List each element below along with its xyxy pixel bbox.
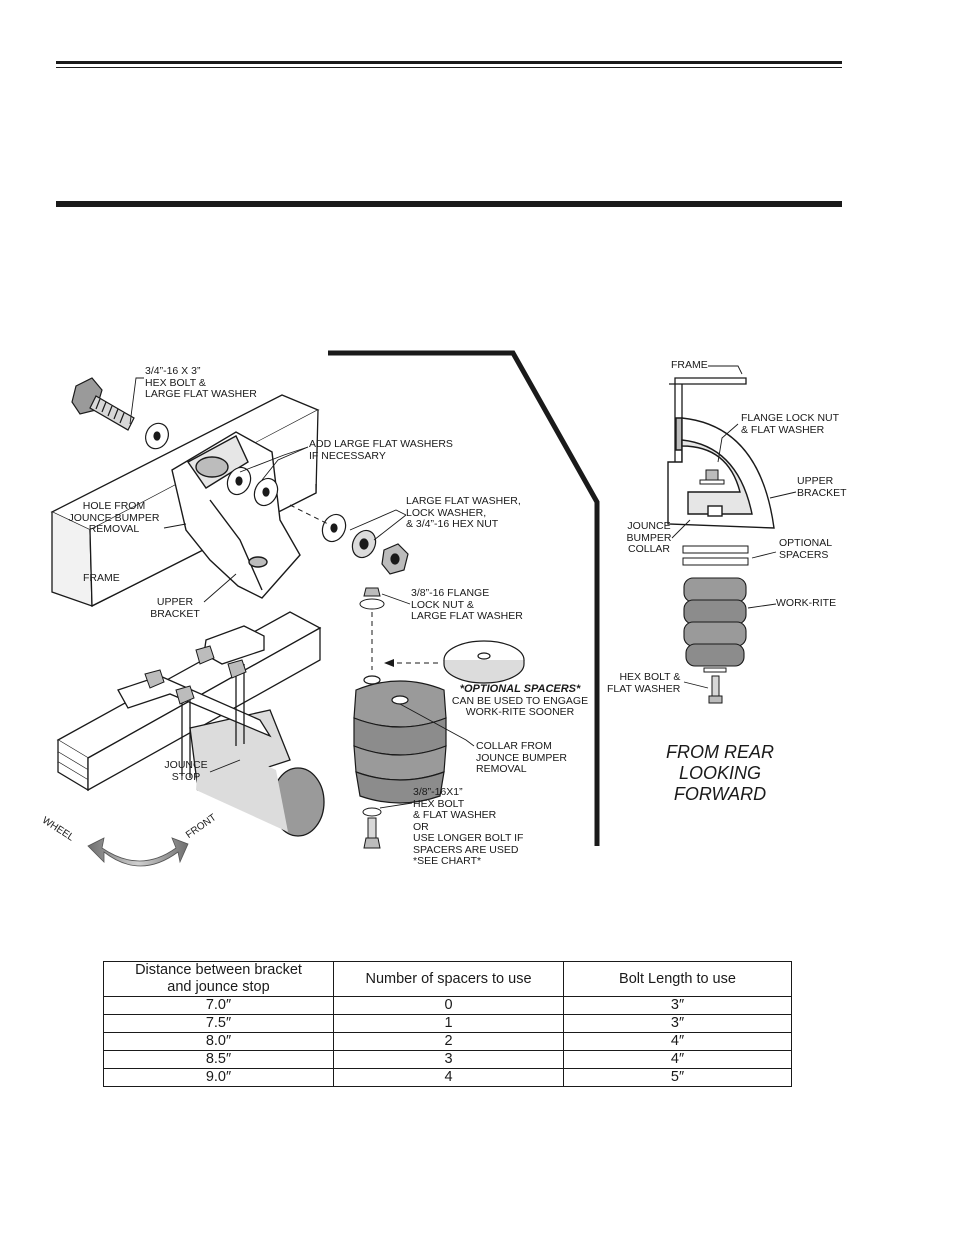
table-row: 8.5″ 3 4″: [103, 1050, 792, 1069]
view-divider-line: [328, 350, 600, 846]
spacer-chart-table: Distance between bracket and jounce stop…: [103, 961, 792, 1087]
header-rule-thick: [56, 61, 842, 64]
label-frame-left: FRAME: [83, 572, 120, 584]
optional-spacers-heading: *OPTIONAL SPACERS*: [459, 683, 581, 695]
table-row: 7.0″ 0 3″: [103, 996, 792, 1015]
label-upper-bracket-left: UPPER BRACKET: [150, 596, 200, 620]
label-work-rite: WORK-RITE: [776, 597, 837, 609]
hex-bolt-large: [71, 377, 135, 431]
label-hex-bolt-right: HEX BOLT & FLAT WASHER: [607, 671, 681, 695]
header-spacers: Number of spacers to use: [333, 961, 564, 997]
leaf-spring-axle: [56, 611, 325, 837]
table-header-row: Distance between bracket and jounce stop…: [103, 961, 792, 997]
header-bolt-length: Bolt Length to use: [563, 961, 792, 997]
cell-distance: 7.0″: [103, 996, 334, 1015]
view-title-from-rear: FROM REAR LOOKING FORWARD: [666, 742, 774, 804]
label-add-washers: ADD LARGE FLAT WASHERS IF NECESSARY: [309, 438, 453, 462]
flange-lock-nut-small: [359, 587, 385, 610]
work-rite-bumper-left: [353, 675, 447, 804]
optional-spacers-note: *OPTIONAL SPACERS* CAN BE USED TO ENGAGE…: [440, 683, 600, 719]
table-row: 8.0″ 2 4″: [103, 1032, 792, 1051]
label-flange-lock-nut-right: FLANGE LOCK NUT & FLAT WASHER: [741, 412, 840, 436]
label-upper-bracket-right: UPPER BRACKET: [797, 475, 847, 499]
label-jounce-stop: JOUNCE STOP: [164, 759, 208, 783]
cell-distance: 8.0″: [103, 1032, 334, 1051]
label-hole-from: HOLE FROM JOUNCE BUMPER REMOVAL: [68, 500, 160, 535]
header-rule-thin: [56, 67, 842, 68]
cell-bolt-length: 4″: [563, 1050, 792, 1069]
optional-spacers-text: CAN BE USED TO ENGAGE WORK-RITE SOONER: [451, 694, 589, 718]
label-optional-spacers-right: OPTIONAL SPACERS: [779, 537, 833, 561]
work-rite-right: [683, 577, 747, 667]
washers-left: [145, 422, 409, 575]
label-hex-bolt: 3/4”-16 X 3” HEX BOLT & LARGE FLAT WASHE…: [145, 365, 257, 400]
upper-bracket-left: [171, 431, 301, 599]
leader-lines-left: [129, 377, 475, 809]
header-distance: Distance between bracket and jounce stop: [103, 961, 334, 997]
label-large-flat-washer: LARGE FLAT WASHER, LOCK WASHER, & 3/4”-1…: [406, 495, 521, 530]
cell-distance: 7.5″: [103, 1014, 334, 1033]
u-bolt-nuts: [144, 645, 247, 705]
label-flange-lock-nut: 3/8”-16 FLANGE LOCK NUT & LARGE FLAT WAS…: [411, 587, 523, 622]
cell-spacers: 4: [333, 1068, 564, 1087]
hex-bolt-right: [703, 667, 727, 704]
label-frame-right: FRAME: [671, 359, 708, 371]
spacers-right: [682, 545, 749, 566]
cell-spacers: 3: [333, 1050, 564, 1069]
direction-arrow: [87, 837, 189, 867]
cell-spacers: 0: [333, 996, 564, 1015]
optional-spacer-disc: [443, 640, 525, 684]
cell-bolt-length: 4″: [563, 1032, 792, 1051]
table-row: 9.0″ 4 5″: [103, 1068, 792, 1087]
label-hex-bolt-small: 3/8”-16X1” HEX BOLT & FLAT WASHER OR USE…: [413, 786, 524, 867]
section-rule: [56, 201, 842, 207]
cell-distance: 8.5″: [103, 1050, 334, 1069]
leader-lines-right: [671, 365, 797, 689]
flange-nut-right: [699, 469, 725, 485]
cell-bolt-length: 3″: [563, 996, 792, 1015]
cell-bolt-length: 5″: [563, 1068, 792, 1087]
table-row: 7.5″ 1 3″: [103, 1014, 792, 1033]
hex-bolt-small: [362, 807, 382, 849]
cell-distance: 9.0″: [103, 1068, 334, 1087]
label-collar-from: COLLAR FROM JOUNCE BUMPER REMOVAL: [476, 740, 568, 775]
cell-spacers: 2: [333, 1032, 564, 1051]
label-jounce-bumper-collar: JOUNCE BUMPER COLLAR: [626, 520, 672, 555]
cell-bolt-length: 3″: [563, 1014, 792, 1033]
cell-spacers: 1: [333, 1014, 564, 1033]
upper-bracket-right: [667, 417, 775, 529]
